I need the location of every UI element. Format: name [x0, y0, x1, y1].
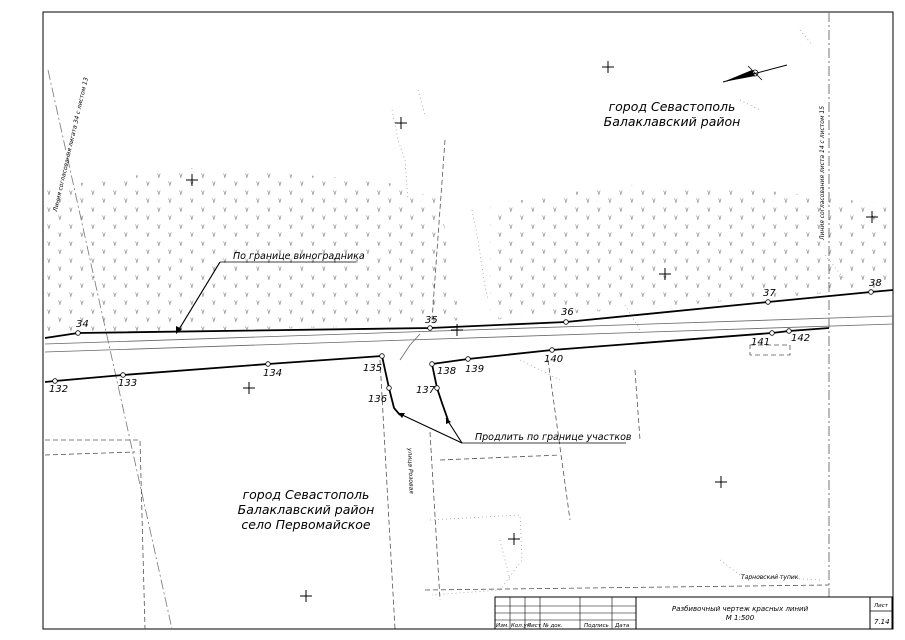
tb-scale: М 1:500	[726, 614, 755, 622]
point-35	[427, 325, 433, 331]
grid-cross	[300, 590, 312, 602]
grid-cross	[243, 382, 255, 394]
north-area-line-1: город Севастополь	[609, 99, 736, 114]
point-132	[52, 378, 58, 384]
point-36	[563, 319, 569, 325]
grid-cross	[602, 61, 614, 73]
south-area-line-1: город Севастополь	[243, 487, 370, 502]
street-label-vertical: улица Розовая	[406, 447, 415, 495]
south-area-line-2: Балаклавский район	[238, 502, 375, 517]
point-136	[386, 385, 392, 391]
point-140	[549, 347, 555, 353]
left-match-line	[47, 69, 173, 630]
tb-sheet-number: 7.14	[874, 618, 890, 626]
tb-header-count: Кол.уч	[511, 623, 531, 629]
point-34	[75, 330, 81, 336]
grid-cross	[715, 476, 727, 488]
label-point-135: 135	[363, 363, 382, 374]
tb-header-date: Дата	[614, 623, 630, 629]
point-37	[765, 299, 771, 305]
point-142	[786, 328, 792, 334]
grid-cross	[659, 268, 671, 280]
right-line-label: Линия согласования листа 14 с листом 15	[819, 106, 826, 241]
vineyard-note: По границе виноградника	[176, 251, 365, 334]
point-135	[379, 353, 385, 359]
grid-cross	[866, 211, 878, 223]
grid-cross	[451, 324, 463, 336]
tb-sheet-label: Лист	[873, 603, 889, 609]
point-38	[868, 289, 874, 295]
point-133	[120, 372, 126, 378]
point-139	[465, 356, 471, 362]
drawing-frame	[42, 11, 894, 630]
road-lines	[44, 315, 894, 361]
label-point-133: 133	[118, 378, 137, 389]
boundary-points	[52, 289, 874, 391]
grid-cross	[186, 174, 198, 186]
label-point-139: 139	[465, 364, 484, 375]
grid-crosses	[186, 61, 878, 602]
label-point-141: 141	[751, 337, 770, 348]
label-point-37: 37	[763, 288, 776, 299]
extend-note: Продлить по границе участков	[397, 412, 632, 444]
grid-cross	[508, 533, 520, 545]
tb-title: Разбивочный чертеж красных линий	[672, 605, 809, 613]
tb-header-docnum: № док.	[542, 623, 563, 629]
tb-header-signature: Подпись	[584, 623, 609, 629]
label-point-138: 138	[437, 366, 456, 377]
vineyard-note-text: По границе виноградника	[233, 251, 365, 262]
label-point-132: 132	[49, 384, 68, 395]
label-point-134: 134	[263, 368, 282, 379]
point-141	[769, 330, 775, 336]
label-point-140: 140	[544, 354, 563, 365]
point-138	[429, 361, 435, 367]
label-point-38: 38	[869, 278, 882, 289]
tb-header-sheet: Лист	[526, 623, 542, 629]
north-area-line-2: Балаклавский район	[604, 114, 741, 129]
north-arrow-icon	[722, 64, 788, 83]
vineyard-zone-west	[45, 168, 460, 335]
terrain-dots	[391, 29, 846, 596]
south-area-line-3: село Первомайское	[241, 517, 370, 532]
label-point-34: 34	[76, 319, 89, 330]
point-137	[434, 385, 440, 391]
tb-header-change: Изм.	[496, 623, 509, 629]
label-point-35: 35	[425, 315, 438, 326]
label-point-36: 36	[561, 307, 574, 318]
title-block: Изм. Кол.уч Лист № док. Подпись Дата Раз…	[494, 596, 893, 630]
label-point-137: 137	[416, 385, 436, 396]
point-134	[265, 361, 271, 367]
lane-label: Тарновский тупик	[741, 574, 799, 581]
label-point-136: 136	[368, 394, 387, 405]
plot-boundaries	[44, 139, 830, 630]
extend-note-text: Продлить по границе участков	[475, 432, 632, 443]
label-point-142: 142	[791, 333, 810, 344]
vineyard-zone-east	[490, 185, 893, 320]
grid-cross	[395, 117, 407, 129]
point-labels: 34 35 36 37 38 132 133 134 135 136 137 1…	[49, 278, 882, 405]
